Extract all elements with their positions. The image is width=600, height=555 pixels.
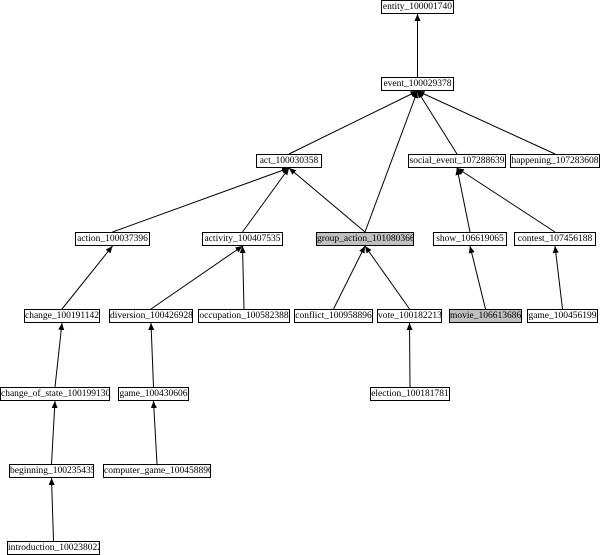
edge-vote-to-group_action [364, 245, 410, 310]
node-game[interactable]: game_100456199 [527, 309, 598, 323]
edge-change-to-action [61, 245, 113, 310]
node-conflict[interactable]: conflict_100958896 [294, 309, 373, 323]
node-contest[interactable]: contest_107456188 [514, 232, 596, 246]
edge-computer_game-to-game2 [150, 400, 158, 465]
edge-change_of_state-to-change [54, 322, 65, 388]
edge-conflict-to-group_action [333, 245, 366, 310]
node-group-action[interactable]: group_action_101080366 [316, 232, 414, 246]
edge-contest-to-social_event [456, 167, 556, 233]
node-show[interactable]: show_106619065 [433, 232, 507, 246]
node-change-of-state[interactable]: change_of_state_100199130 [0, 387, 110, 401]
edge-show-to-social_event [455, 167, 471, 233]
edge-game-to-contest [552, 245, 563, 310]
node-game-diversion[interactable]: game_100430606 [118, 387, 189, 401]
edge-happening-to-event [417, 90, 556, 155]
node-computer-game[interactable]: computer_game_100458890 [103, 464, 211, 478]
edge-occupation-to-activity [239, 245, 246, 310]
edge-movie-to-show [468, 245, 486, 310]
edge-act-to-event [288, 90, 418, 155]
edge-group_action-to-event [364, 90, 418, 233]
edge-game2-to-diversion [148, 322, 155, 388]
edge-beginning-to-change_of_state [51, 400, 58, 465]
node-movie[interactable]: movie_106613686 [449, 309, 522, 323]
node-social-event[interactable]: social_event_107288639 [408, 154, 506, 168]
node-occupation[interactable]: occupation_100582388 [198, 309, 290, 323]
node-event[interactable]: event_100029378 [381, 77, 454, 91]
edge-introduction-to-beginning [48, 477, 55, 542]
edge-election-to-vote [406, 322, 413, 388]
edge-activity-to-act [242, 167, 290, 233]
node-action[interactable]: action_100037396 [75, 232, 150, 246]
node-entity[interactable]: entity_100001740 [381, 0, 454, 14]
node-beginning[interactable]: beginning_100235435 [9, 464, 94, 478]
node-change[interactable]: change_100191142 [24, 309, 100, 323]
node-vote[interactable]: vote_100182213 [377, 309, 442, 323]
edge-action-to-act [112, 167, 290, 233]
node-happening[interactable]: happening_107283608 [510, 154, 600, 168]
edge-diversion-to-activity [150, 245, 243, 310]
edge-group_action-to-act [288, 167, 366, 233]
node-diversion[interactable]: diversion_100426928 [109, 309, 193, 323]
edge-social_event-to-event [417, 90, 458, 155]
node-introduction[interactable]: introduction_100238022 [7, 541, 100, 555]
node-act[interactable]: act_100030358 [256, 154, 322, 168]
node-election[interactable]: election_100181781 [370, 387, 450, 401]
node-activity[interactable]: activity_100407535 [202, 232, 283, 246]
